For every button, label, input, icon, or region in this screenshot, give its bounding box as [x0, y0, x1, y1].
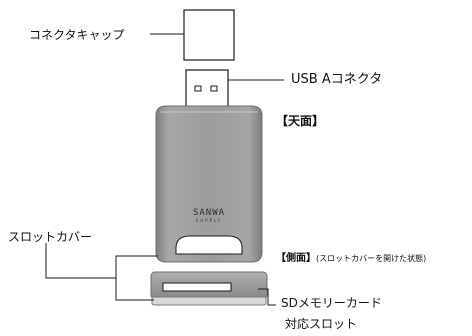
slot-cover-leader — [45, 243, 158, 301]
label-top-view: 【天面】 — [276, 114, 325, 128]
brand-logo: SANWA SUPPLY — [193, 208, 225, 223]
sd-slot-opening — [162, 282, 232, 292]
label-side-view-title: 【側面】 — [276, 253, 316, 264]
reader-body — [155, 105, 263, 263]
usb-connector — [185, 69, 229, 111]
brand-logo-text: SANWA — [193, 208, 225, 218]
label-sd-slot-line2: 対応スロット — [285, 317, 358, 331]
connector-cap — [183, 9, 235, 61]
label-side-view: 【側面】(スロットカバーを開けた状態) — [276, 254, 426, 264]
sd-slot-leader — [258, 288, 276, 306]
label-side-view-note: (スロットカバーを開けた状態) — [316, 254, 427, 263]
brand-logo-subtext: SUPPLY — [196, 218, 222, 223]
label-connector-cap: コネクタキャップ — [29, 28, 125, 42]
usb-contact-right — [210, 85, 218, 92]
usb-contact-left — [194, 85, 202, 92]
label-sd-slot-line1: SDメモリーカード — [281, 296, 382, 310]
label-slot-cover: スロットカバー — [8, 230, 93, 244]
label-usb-connector: USB Aコネクタ — [291, 72, 383, 87]
slot-cover-arch — [175, 235, 243, 255]
slot-cover-side — [151, 296, 267, 306]
